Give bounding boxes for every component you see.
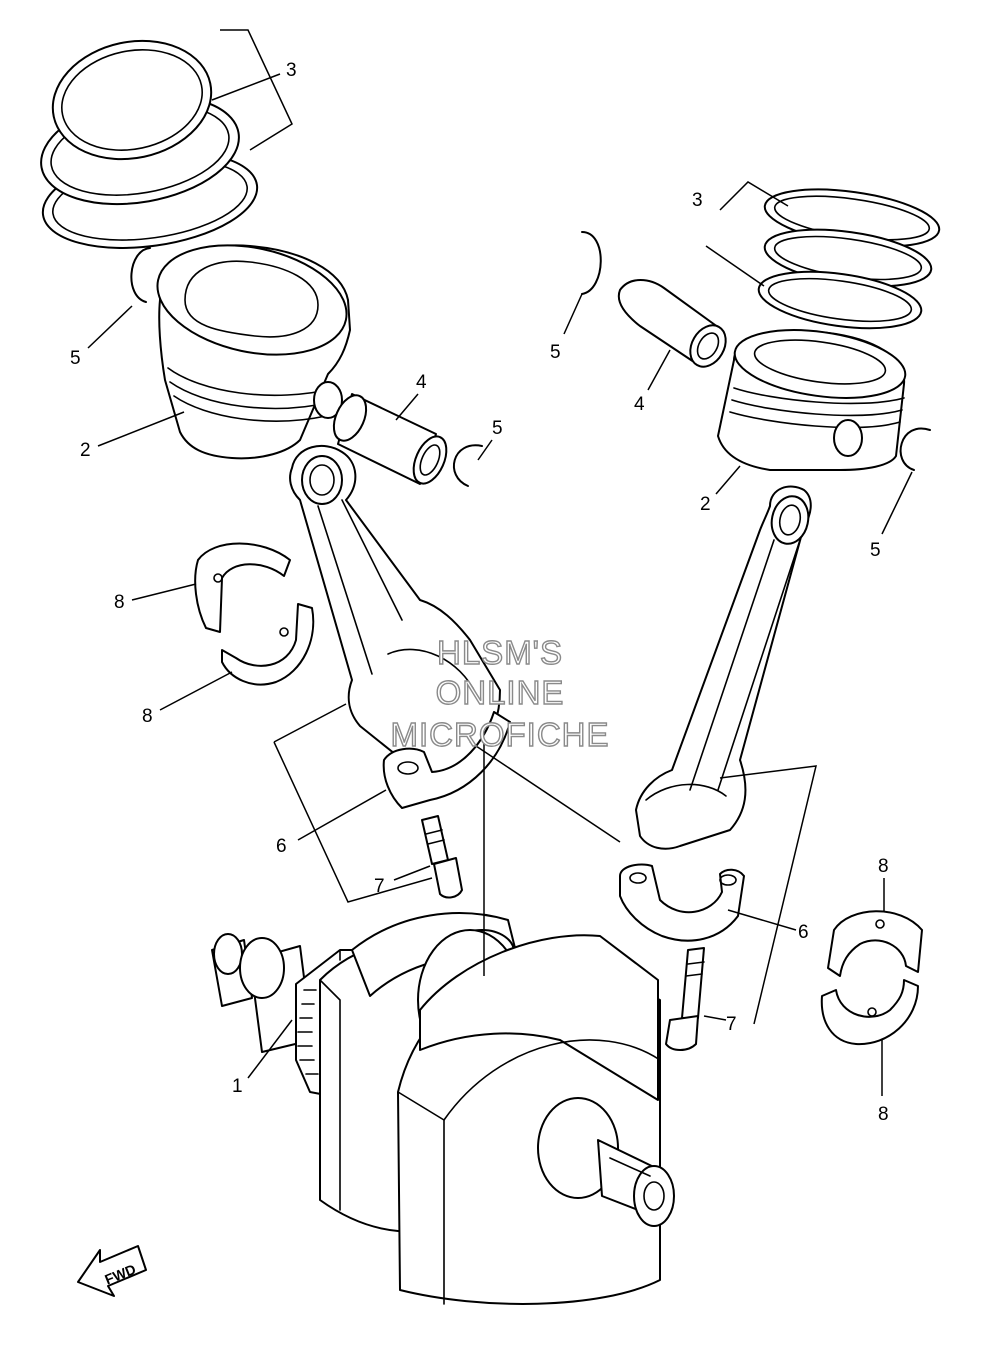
left-piston-rings[interactable] <box>32 27 263 261</box>
callout-2-right: 2 <box>700 494 711 515</box>
callout-5-right-pin: 5 <box>870 540 881 561</box>
left-piston[interactable] <box>147 229 356 460</box>
watermark-line-1: HLSM'S <box>437 634 563 671</box>
right-piston-rings[interactable] <box>755 180 943 337</box>
watermark: HLSM'S ONLINE MICROFICHE <box>390 633 610 753</box>
right-rod-cap[interactable] <box>619 863 745 942</box>
callout-1: 1 <box>232 1076 243 1097</box>
right-circlip-1[interactable] <box>581 231 602 295</box>
watermark-line-3: MICROFICHE <box>391 716 610 753</box>
left-bearing-upper[interactable] <box>194 542 291 633</box>
left-circlip-outer[interactable] <box>130 247 151 303</box>
fwd-arrow-icon <box>77 1245 147 1297</box>
right-bearing-upper[interactable] <box>827 910 923 977</box>
watermark-line-2: ONLINE <box>436 674 565 711</box>
callout-8-left-upper: 8 <box>114 592 125 613</box>
callout-8-right-lower: 8 <box>878 1104 889 1125</box>
callout-5-left-pin: 5 <box>492 418 503 439</box>
crankshaft[interactable] <box>211 912 675 1305</box>
left-piston-pin[interactable] <box>327 390 453 488</box>
right-rod-bolt[interactable] <box>665 947 705 1051</box>
callout-2-left: 2 <box>80 440 91 461</box>
fwd-arrow: FWD <box>77 1245 147 1297</box>
callout-7-right: 7 <box>726 1014 737 1035</box>
callout-numbers: 1 2 2 3 3 4 4 5 5 5 5 6 6 7 7 8 8 8 8 <box>70 60 889 1125</box>
right-connecting-rod[interactable] <box>635 485 813 850</box>
right-piston[interactable] <box>717 320 910 471</box>
left-connecting-rod[interactable] <box>289 444 501 774</box>
callout-4-right: 4 <box>634 394 645 415</box>
callout-5-left-top: 5 <box>70 348 81 369</box>
callout-3-left: 3 <box>286 60 297 81</box>
callout-4-left: 4 <box>416 372 427 393</box>
callout-6-right: 6 <box>798 922 809 943</box>
left-rod-cap[interactable] <box>382 711 511 809</box>
right-bearing-lower[interactable] <box>820 979 919 1046</box>
callout-5-right-top: 5 <box>550 342 561 363</box>
leader-lines <box>87 29 913 1096</box>
left-rod-bolt[interactable] <box>421 815 463 899</box>
callout-6-left: 6 <box>276 836 287 857</box>
callout-3-right: 3 <box>692 190 703 211</box>
left-bearing-lower[interactable] <box>221 603 315 686</box>
left-circlip-2[interactable] <box>452 444 483 487</box>
right-circlip-2[interactable] <box>899 427 931 471</box>
callout-8-left-lower: 8 <box>142 706 153 727</box>
callout-7-left: 7 <box>374 876 385 897</box>
right-piston-pin[interactable] <box>617 279 733 373</box>
callout-8-right-upper: 8 <box>878 856 889 877</box>
